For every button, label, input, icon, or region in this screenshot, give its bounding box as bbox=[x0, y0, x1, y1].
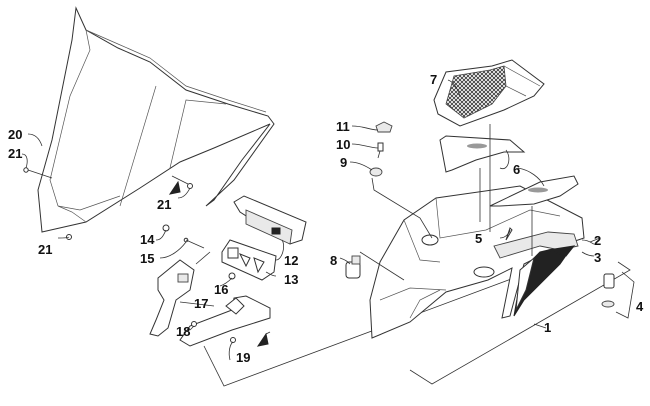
callout-9: 9 bbox=[340, 155, 347, 170]
callout-3: 3 bbox=[594, 250, 601, 265]
callout-12: 12 bbox=[284, 253, 298, 268]
callout-20: 20 bbox=[8, 127, 22, 142]
callout-14: 14 bbox=[140, 232, 155, 247]
callout-18: 18 bbox=[176, 324, 190, 339]
mount-bracket-left[interactable] bbox=[149, 259, 195, 337]
callout-1: 1 bbox=[544, 320, 551, 335]
callout-15: 15 bbox=[140, 251, 154, 266]
windshield[interactable] bbox=[37, 6, 275, 233]
screw-19[interactable] bbox=[230, 337, 236, 343]
callout-8: 8 bbox=[330, 253, 337, 268]
screw-21-right[interactable] bbox=[168, 175, 193, 195]
callout-21-right: 21 bbox=[157, 197, 171, 212]
grommet-9[interactable] bbox=[369, 167, 383, 177]
callout-16: 16 bbox=[214, 282, 228, 297]
display-bracket[interactable] bbox=[221, 239, 277, 281]
callout-2: 2 bbox=[594, 233, 601, 248]
callout-21-left: 21 bbox=[8, 146, 22, 161]
fastener-4[interactable] bbox=[601, 273, 615, 308]
gauge-display[interactable] bbox=[233, 195, 307, 245]
screw-18[interactable] bbox=[191, 321, 197, 327]
cap-11[interactable] bbox=[375, 121, 393, 133]
callout-6: 6 bbox=[513, 162, 520, 177]
nut-14[interactable] bbox=[162, 224, 170, 232]
callout-7: 7 bbox=[430, 72, 437, 87]
callout-4: 4 bbox=[636, 299, 644, 314]
screw-16[interactable] bbox=[228, 272, 236, 280]
vent-grille-3[interactable] bbox=[547, 245, 576, 257]
callout-19: 19 bbox=[236, 350, 250, 365]
callout-17: 17 bbox=[194, 296, 208, 311]
vent-insert-upper[interactable] bbox=[439, 135, 526, 173]
callout-11: 11 bbox=[336, 119, 350, 134]
callout-10: 10 bbox=[336, 137, 350, 152]
spring-10[interactable] bbox=[377, 142, 384, 159]
vent-insert-lower[interactable] bbox=[489, 175, 579, 207]
callout-21-bottom: 21 bbox=[38, 242, 52, 257]
storage-net[interactable] bbox=[433, 59, 545, 127]
callout-13: 13 bbox=[284, 272, 298, 287]
fitting-8[interactable] bbox=[345, 255, 361, 279]
callout-5: 5 bbox=[475, 231, 482, 246]
mount-bracket-right[interactable] bbox=[179, 295, 271, 347]
